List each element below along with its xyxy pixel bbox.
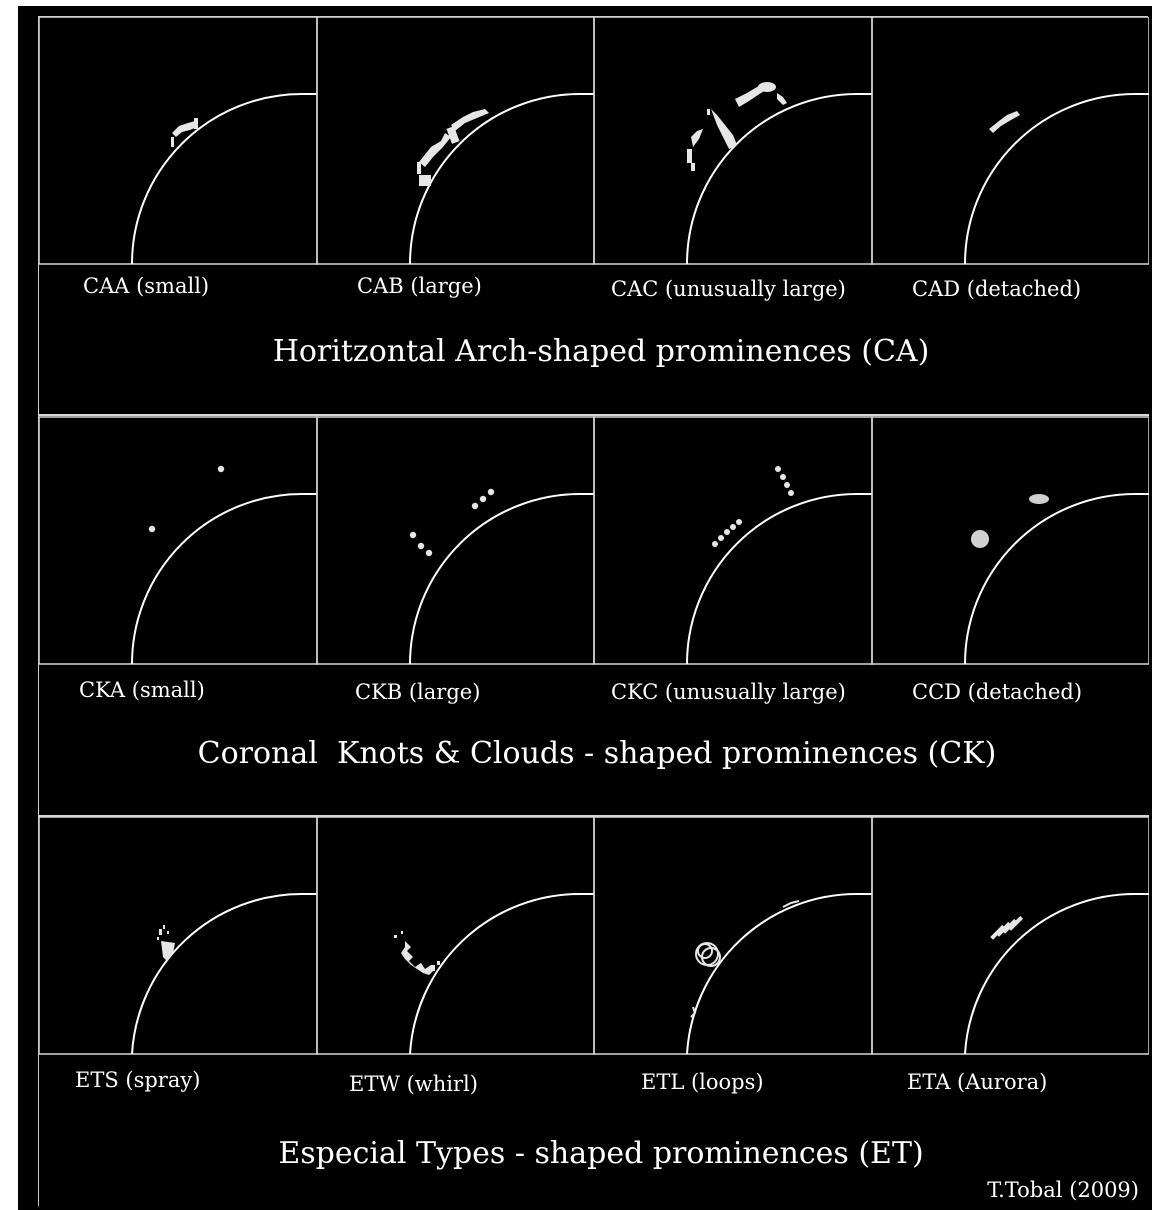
section-knots: [39, 416, 1149, 665]
detached-clouds-icon: [971, 494, 1049, 548]
loops-icon: [690, 900, 800, 1018]
panel-label-ckc: CKC (unusually large): [611, 680, 846, 704]
section-arch: [39, 17, 1149, 265]
panel-label-cad: CAD (detached): [912, 277, 1081, 301]
unusually-large-knots-icon: [712, 466, 794, 547]
panel-label-etw: ETW (whirl): [349, 1072, 478, 1096]
panel-label-cac: CAC (unusually large): [611, 277, 846, 301]
unusually-large-arch-icon: [687, 82, 787, 171]
aurora-icon: [990, 915, 1024, 940]
panel-label-ccd: CCD (detached): [912, 680, 1082, 704]
panel-cad: [871, 17, 1149, 265]
panel-ccd: [871, 416, 1149, 665]
limb-arc: [131, 93, 317, 265]
large-arch-icon: [417, 109, 489, 186]
panel-label-caa: CAA (small): [83, 274, 209, 298]
section-title-ca: Horitzontal Arch-shaped prominences (CA): [273, 334, 930, 369]
section-especial: [39, 816, 1149, 1055]
prominence-classification-diagram: CAA (small) CAB (large) CAC (unusually l…: [38, 16, 1149, 1207]
small-knots-icon: [148, 465, 225, 533]
panel-label-cab: CAB (large): [357, 274, 482, 298]
section-title-et: Especial Types - shaped prominences (ET): [278, 1136, 923, 1171]
panel-label-ets: ETS (spray): [75, 1068, 200, 1092]
credit: T.Tobal (2009): [987, 1178, 1139, 1202]
panel-eta: [871, 816, 1149, 1055]
panel-label-cka: CKA (small): [79, 678, 205, 702]
spray-icon: [157, 925, 175, 961]
section-title-ck: Coronal Knots & Clouds - shaped prominen…: [198, 736, 997, 771]
whirl-icon: [394, 931, 440, 975]
panel-label-etl: ETL (loops): [641, 1070, 764, 1094]
detached-arch-icon: [989, 111, 1020, 133]
large-knots-icon: [409, 488, 495, 557]
panel-label-ckb: CKB (large): [355, 680, 480, 704]
panel-label-eta: ETA (Aurora): [907, 1070, 1047, 1094]
small-arch-icon: [171, 118, 198, 147]
